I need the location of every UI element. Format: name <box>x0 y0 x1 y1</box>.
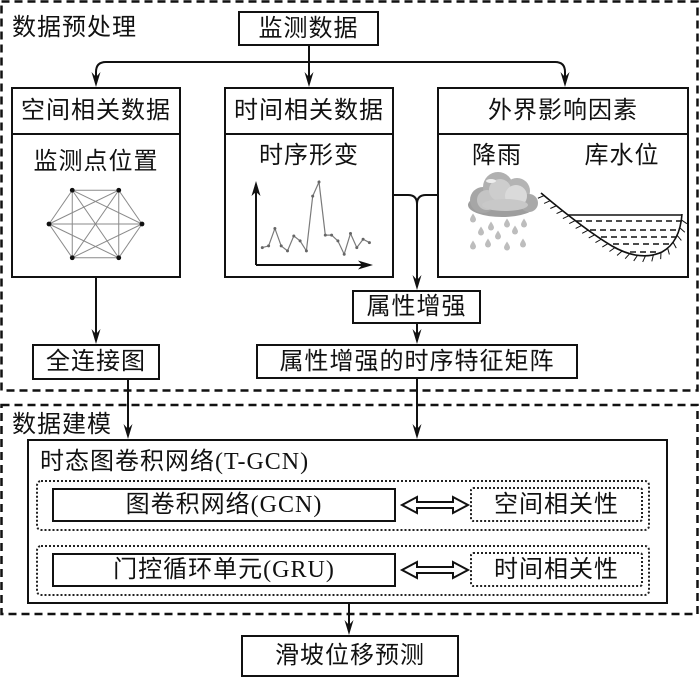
tgcn-title: 时态图卷积网络(T-GCN) <box>40 449 310 475</box>
temporal-correlation-box: 时间相关性 <box>470 552 643 587</box>
arrow-head-temporal <box>304 72 314 87</box>
temporal-data-header-label: 时间相关数据 <box>234 98 384 124</box>
arrow-head-enhancement <box>412 275 422 290</box>
spatial-data-box: 空间相关数据 监测点位置 <box>11 87 181 278</box>
temporal-correlation-label: 时间相关性 <box>494 556 619 583</box>
reservoir-level-label: 库水位 <box>584 143 660 169</box>
arrow-head-output <box>344 620 354 635</box>
arrow-head-matrix <box>412 329 422 344</box>
tgcn-box: 时态图卷积网络(T-GCN) 图卷积网络(GCN) 空间相关性 门控循环单元(G… <box>27 439 668 604</box>
section-label-modeling: 数据建模 <box>12 412 112 438</box>
external-factors-header-label: 外界影响因素 <box>488 98 638 124</box>
section-label-preprocessing: 数据预处理 <box>12 15 137 41</box>
arrow-head-tgcn-right <box>412 424 422 439</box>
spatial-data-header: 空间相关数据 <box>13 89 179 135</box>
spatial-data-subtitle: 监测点位置 <box>33 149 159 175</box>
temporal-data-subtitle: 时序形变 <box>259 143 359 169</box>
arrow-head-graph <box>91 329 101 344</box>
attribute-enhancement-label: 属性增强 <box>366 294 467 320</box>
spatial-data-header-label: 空间相关数据 <box>21 98 171 124</box>
merge-left <box>394 194 418 283</box>
attribute-enhancement-box: 属性增强 <box>352 290 481 324</box>
gcn-box: 图卷积网络(GCN) <box>52 488 396 522</box>
arrow-head-external <box>560 72 570 87</box>
prediction-label: 滑坡位移预测 <box>275 643 425 669</box>
merge-right <box>416 194 437 205</box>
feature-matrix-label: 属性增强的时序特征矩阵 <box>279 348 555 375</box>
gru-box: 门控循环单元(GRU) <box>52 553 396 587</box>
rainfall-label: 降雨 <box>472 143 522 169</box>
full-graph-box: 全连接图 <box>32 344 160 380</box>
arrow-head-tgcn-left <box>123 424 133 439</box>
branch-bar <box>95 61 566 80</box>
monitoring-data-label: 监测数据 <box>258 15 359 42</box>
feature-matrix-box: 属性增强的时序特征矩阵 <box>256 344 578 379</box>
prediction-box: 滑坡位移预测 <box>241 635 459 677</box>
arrow-head-spatial <box>91 72 101 87</box>
full-graph-label: 全连接图 <box>46 349 146 375</box>
monitoring-data-box: 监测数据 <box>238 11 379 46</box>
temporal-data-box: 时间相关数据 时序形变 <box>224 87 394 278</box>
external-factors-header: 外界影响因素 <box>439 89 687 135</box>
temporal-data-header: 时间相关数据 <box>226 89 392 135</box>
spatial-correlation-label: 空间相关性 <box>494 491 619 518</box>
external-factors-box: 外界影响因素 降雨 库水位 <box>437 87 689 278</box>
spatial-correlation-box: 空间相关性 <box>470 487 643 522</box>
branch-connector <box>95 46 566 80</box>
gcn-label: 图卷积网络(GCN) <box>125 492 323 518</box>
gru-label: 门控循环单元(GRU) <box>113 557 335 583</box>
